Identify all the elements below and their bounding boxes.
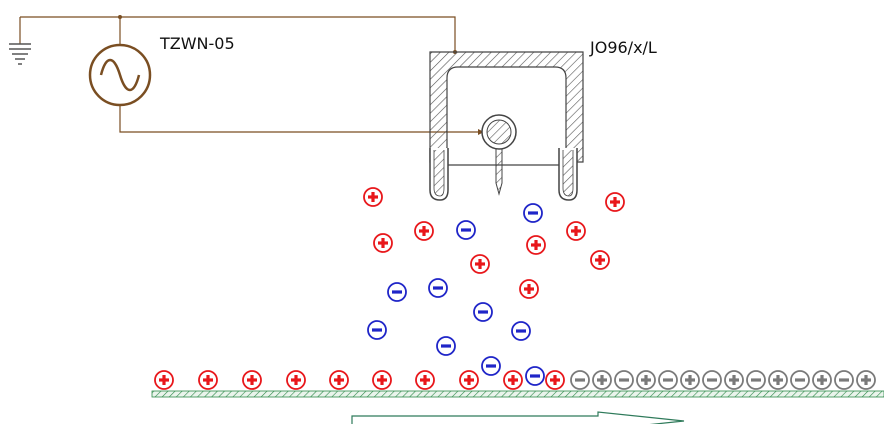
emitter-pin-icon	[481, 114, 517, 196]
ionizing-bar	[429, 51, 584, 201]
bar-label: JO96/x/L	[589, 38, 657, 57]
ac-source-icon	[88, 43, 152, 107]
surface-positive-ion	[198, 370, 218, 390]
neutral-positive-ion	[812, 370, 832, 390]
surface-positive-ion	[286, 370, 306, 390]
surface-positive-ion	[545, 370, 565, 390]
positive-ion	[526, 235, 546, 255]
surface-positive-ion	[372, 370, 392, 390]
negative-ion	[456, 220, 476, 240]
negative-ion	[481, 356, 501, 376]
neutral-negative-ion	[658, 370, 678, 390]
surface-positive-ion	[154, 370, 174, 390]
neutral-negative-ion	[834, 370, 854, 390]
positive-ion	[363, 187, 383, 207]
positive-ion	[566, 221, 586, 241]
motion-arrow-icon	[351, 411, 685, 424]
neutral-positive-ion	[724, 370, 744, 390]
surface-positive-ion	[415, 370, 435, 390]
surface-positive-ion	[242, 370, 262, 390]
neutral-negative-ion	[790, 370, 810, 390]
negative-ion	[367, 320, 387, 340]
neutral-negative-ion	[746, 370, 766, 390]
neutral-negative-ion	[614, 370, 634, 390]
positive-ion	[590, 250, 610, 270]
neutral-positive-ion	[636, 370, 656, 390]
surface-positive-ion	[503, 370, 523, 390]
negative-ion	[436, 336, 456, 356]
positive-ion	[373, 233, 393, 253]
negative-ion	[473, 302, 493, 322]
neutral-negative-ion	[702, 370, 722, 390]
ion-cloud	[154, 187, 876, 390]
positive-ion	[414, 221, 434, 241]
surface-positive-ion	[329, 370, 349, 390]
negative-ion	[387, 282, 407, 302]
wiring	[19, 15, 484, 135]
surface-positive-ion	[459, 370, 479, 390]
negative-ion	[511, 321, 531, 341]
neutral-positive-ion	[592, 370, 612, 390]
moving-substrate	[151, 390, 884, 398]
neutral-negative-ion	[570, 370, 590, 390]
positive-ion	[605, 192, 625, 212]
negative-ion	[428, 278, 448, 298]
neutral-positive-ion	[680, 370, 700, 390]
negative-ion	[523, 203, 543, 223]
positive-ion	[519, 279, 539, 299]
surface-negative-ion	[525, 366, 545, 386]
positive-ion	[470, 254, 490, 274]
neutral-positive-ion	[768, 370, 788, 390]
neutral-positive-ion	[856, 370, 876, 390]
ground-icon	[9, 43, 31, 65]
source-label: TZWN-05	[159, 34, 235, 53]
